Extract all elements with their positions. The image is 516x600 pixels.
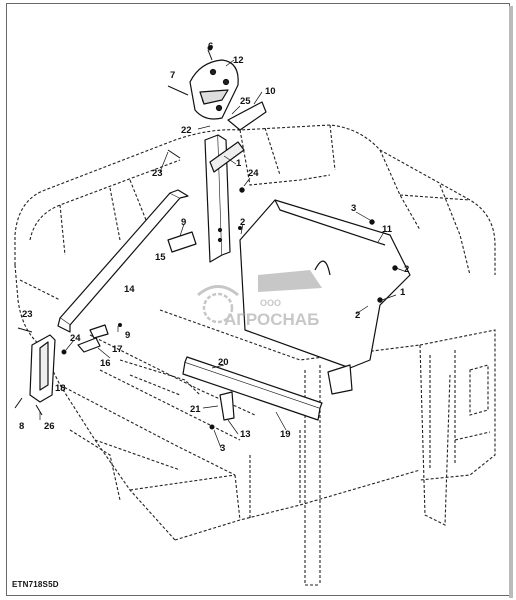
callout-label: 1 [236,158,242,169]
callout-label: 2 [404,264,409,275]
callout-label: 13 [240,429,251,440]
callout-label: 21 [190,404,201,415]
callout-label: 2 [355,310,360,321]
callout-label: 15 [155,252,166,263]
watermark-line1: ООО [260,298,281,308]
callout-label: 7 [170,70,175,81]
callout-label: 24 [70,333,81,344]
watermark: ООО АГРОСНАБ [197,270,322,329]
part-mount-plate [189,59,239,120]
cab-outline [14,124,496,586]
callout-label: 12 [233,55,244,66]
part-upper-bracket [227,101,267,131]
hardware [14,45,398,430]
callout-label: 9 [125,330,130,341]
watermark-line2: АГРОСНАБ [224,310,319,329]
callout-label: 19 [280,429,291,440]
callout-label: 25 [240,96,251,107]
leader-lines [39,59,405,449]
callout-label: 20 [218,357,229,368]
callout-label: 10 [265,86,276,97]
callout-label: 24 [248,168,259,179]
callout-label: 3 [351,203,356,214]
callout-label: 26 [44,421,55,432]
callout-label: 6 [208,41,213,52]
callout-label: 9 [181,217,186,228]
callout-label: 23 [22,309,33,320]
callout-label: 23 [152,168,163,179]
callout-label: 3 [220,443,225,454]
frame-shadow [509,6,513,598]
callout-label: 16 [100,358,111,369]
callout-label: 8 [19,421,24,432]
callout-label: 18 [55,383,66,394]
figure-id: ETN718S5D [12,580,59,589]
callout-label: 17 [112,344,123,355]
callouts: 6 12 7 10 25 22 1 23 24 3 11 9 2 15 2 14… [19,41,409,454]
callout-label: 22 [181,125,192,136]
part-small-bracket [219,391,235,421]
callout-label: 1 [400,287,406,298]
callout-label: 11 [382,224,393,235]
part-long-bar [182,361,321,421]
solid-parts [29,59,411,421]
callout-label: 2 [240,217,245,228]
callout-label: 14 [124,284,135,295]
part-rear-panel [239,199,411,369]
